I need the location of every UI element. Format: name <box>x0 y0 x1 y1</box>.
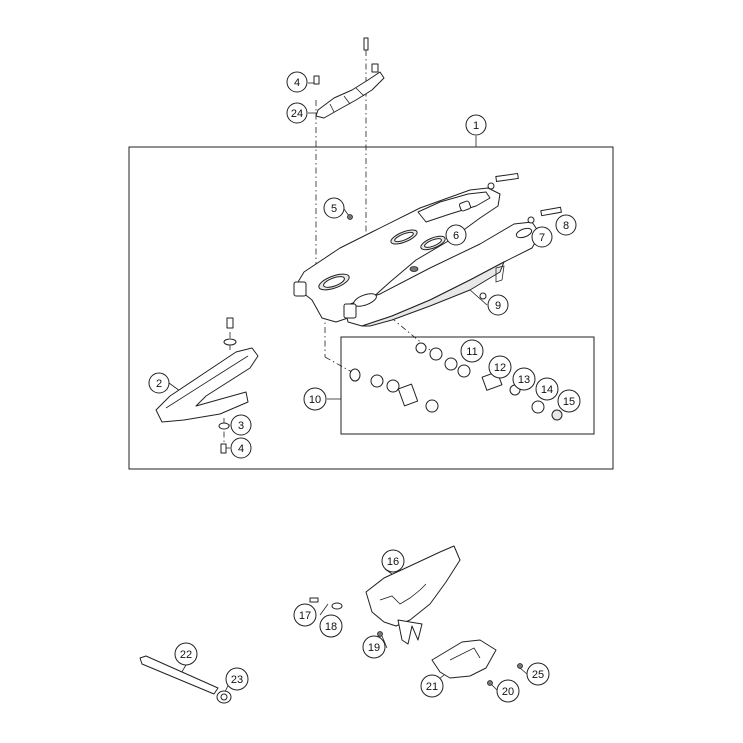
callout-15: 15 <box>557 389 581 413</box>
callout-2: 2 <box>148 372 170 394</box>
svg-text:15: 15 <box>563 396 575 408</box>
callout-25: 25 <box>526 662 550 686</box>
callout-1: 1 <box>465 114 487 136</box>
callout-24: 24 <box>286 102 308 124</box>
svg-text:21: 21 <box>426 681 438 693</box>
callout-4-bottom: 4 <box>230 437 252 459</box>
svg-text:17: 17 <box>299 610 311 622</box>
svg-text:14: 14 <box>541 384 553 396</box>
svg-text:13: 13 <box>518 374 530 386</box>
callout-19: 19 <box>362 635 386 659</box>
svg-text:5: 5 <box>331 203 337 215</box>
svg-text:24: 24 <box>291 108 303 120</box>
swingarm <box>293 187 541 327</box>
svg-text:4: 4 <box>238 443 244 455</box>
bearing-kit-parts <box>349 342 563 421</box>
callout-13: 13 <box>512 367 536 391</box>
callout-6: 6 <box>445 224 467 246</box>
callout-12: 12 <box>488 355 512 379</box>
svg-text:20: 20 <box>502 686 514 698</box>
svg-text:19: 19 <box>368 642 380 654</box>
svg-text:25: 25 <box>532 669 544 681</box>
callout-14: 14 <box>535 377 559 401</box>
callout-9: 9 <box>487 294 509 316</box>
svg-text:12: 12 <box>494 362 506 374</box>
svg-text:2: 2 <box>156 378 162 390</box>
callout-3: 3 <box>230 414 252 436</box>
svg-text:22: 22 <box>180 649 192 661</box>
callout-16: 16 <box>381 549 405 573</box>
svg-text:8: 8 <box>563 220 569 232</box>
svg-text:23: 23 <box>231 674 243 686</box>
callout-17: 17 <box>293 603 317 627</box>
swingarm-axle <box>139 655 232 704</box>
callout-10: 10 <box>303 387 327 411</box>
callout-22: 22 <box>174 642 198 666</box>
chain-guard <box>309 545 461 645</box>
callout-4-top: 4 <box>286 71 308 93</box>
callout-23: 23 <box>225 667 249 691</box>
top-bracket <box>313 37 385 119</box>
swingarm-assembly-frame <box>128 146 614 470</box>
callout-18: 18 <box>319 614 343 638</box>
callout-11: 11 <box>460 339 484 363</box>
svg-text:11: 11 <box>466 346 477 358</box>
leader-lines <box>168 82 528 693</box>
callout-21: 21 <box>420 674 444 698</box>
callout-8: 8 <box>555 214 577 236</box>
svg-text:9: 9 <box>495 300 501 312</box>
svg-text:18: 18 <box>325 621 337 633</box>
hardware-5-9 <box>347 172 562 300</box>
callout-7: 7 <box>531 226 553 248</box>
chain-slider <box>155 317 259 454</box>
bearing-kit-frame <box>340 336 595 435</box>
svg-text:10: 10 <box>309 394 321 406</box>
chain-guide-block <box>431 639 523 686</box>
svg-text:1: 1 <box>473 120 479 132</box>
svg-text:4: 4 <box>294 77 300 89</box>
callout-5: 5 <box>323 197 345 219</box>
svg-text:6: 6 <box>453 230 459 242</box>
svg-text:16: 16 <box>387 556 399 568</box>
callout-20: 20 <box>496 679 520 703</box>
svg-text:7: 7 <box>539 232 545 244</box>
svg-text:3: 3 <box>238 420 244 432</box>
